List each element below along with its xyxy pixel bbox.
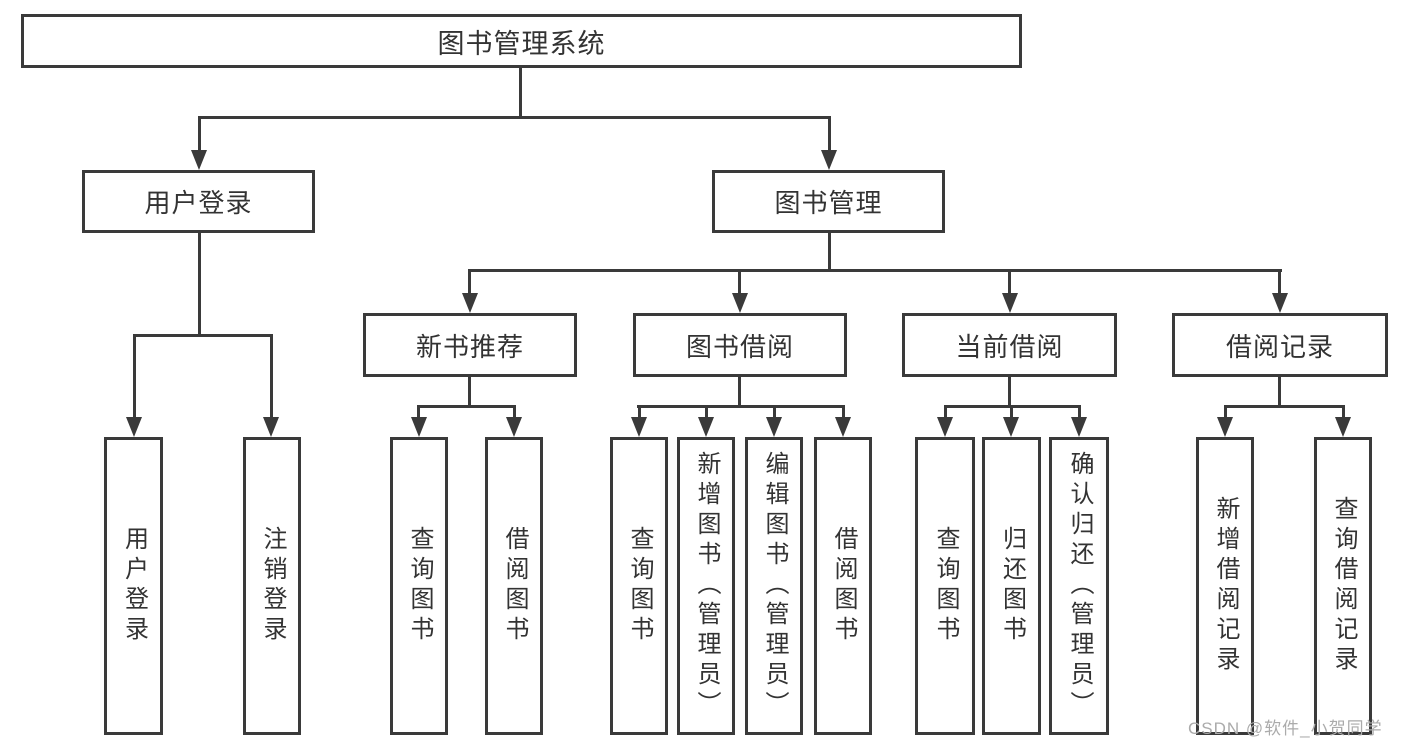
node-label: 查询借阅记录 [1330,496,1357,676]
connector-line [1008,377,1011,408]
connector-line [1008,269,1011,295]
node-label: 借阅图书 [830,526,857,646]
connector-line [417,405,516,408]
connector-line [1278,377,1281,408]
node-label: 新增借阅记录 [1212,496,1239,676]
connector-line [842,405,845,419]
connector-line [1010,405,1013,419]
node-leaf-borrow-books-borrowing: 借阅图书 [814,437,872,735]
connector-line [637,405,845,408]
connector-line [198,116,201,152]
arrowhead-icon [937,417,953,437]
node-label: 确认归还（管理员） [1066,451,1093,721]
node-book-borrowing: 图书借阅 [633,313,847,377]
connector-line [738,377,741,408]
node-leaf-return-books: 归还图书 [982,437,1041,735]
node-leaf-query-books-recommend: 查询图书 [390,437,448,735]
arrowhead-icon [191,150,207,170]
node-label: 用户登录 [144,188,253,218]
connector-line [198,116,831,119]
arrowhead-icon [506,417,522,437]
arrowhead-icon [631,417,647,437]
arrowhead-icon [1003,417,1019,437]
connector-line [519,68,522,117]
node-label: 查询图书 [406,526,433,646]
arrowhead-icon [1002,293,1018,313]
node-label: 新增图书（管理员） [693,451,720,721]
node-label: 当前借阅 [955,331,1064,362]
node-borrowing-records: 借阅记录 [1172,313,1388,377]
connector-line [638,405,641,419]
node-leaf-user-login: 用户登录 [104,437,163,735]
node-leaf-edit-books-admin: 编辑图书（管理员） [745,437,803,735]
node-user-login: 用户登录 [82,170,315,233]
node-leaf-query-borrow-record: 查询借阅记录 [1314,437,1372,735]
arrowhead-icon [126,417,142,437]
connector-line [513,405,516,419]
connector-line [944,405,947,419]
connector-line [1342,405,1345,419]
connector-line [468,269,471,295]
node-label: 借阅记录 [1225,331,1334,362]
node-leaf-query-books-borrowing: 查询图书 [610,437,668,735]
connector-line [705,405,708,419]
connector-line [1224,405,1345,408]
connector-line [133,334,273,337]
connector-line [828,233,831,272]
node-label: 注销登录 [259,526,286,646]
node-label: 查询图书 [626,526,653,646]
arrowhead-icon [263,417,279,437]
arrowhead-icon [411,417,427,437]
node-label: 用户登录 [120,526,148,646]
node-label: 归还图书 [998,526,1026,646]
node-new-book-recommend: 新书推荐 [363,313,577,377]
connector-line [1278,269,1281,295]
connector-line [468,377,471,408]
node-leaf-add-books-admin: 新增图书（管理员） [677,437,735,735]
arrowhead-icon [1335,417,1351,437]
arrowhead-icon [1272,293,1288,313]
arrowhead-icon [766,417,782,437]
node-leaf-logout: 注销登录 [243,437,301,735]
arrowhead-icon [732,293,748,313]
connector-line [1078,405,1081,419]
arrowhead-icon [462,293,478,313]
node-label: 借阅图书 [501,526,528,646]
arrowhead-icon [835,417,851,437]
node-label: 查询图书 [932,526,959,646]
connector-line [198,233,201,336]
connector-line [270,334,273,419]
connector-line [133,334,136,419]
node-book-management: 图书管理 [712,170,945,233]
node-current-borrowing: 当前借阅 [902,313,1117,377]
arrowhead-icon [821,150,837,170]
connector-line [417,405,420,419]
arrowhead-icon [1217,417,1233,437]
node-label: 新书推荐 [415,331,524,362]
connector-line [468,269,1282,272]
node-label: 图书借阅 [685,331,794,362]
node-label: 图书管理 [774,188,883,218]
connector-line [1224,405,1227,419]
node-leaf-query-books-current: 查询图书 [915,437,975,735]
node-label: 图书管理系统 [437,28,606,59]
node-leaf-confirm-return-admin: 确认归还（管理员） [1049,437,1109,735]
node-leaf-add-borrow-record: 新增借阅记录 [1196,437,1254,735]
arrowhead-icon [1071,417,1087,437]
node-library-management-system: 图书管理系统 [21,14,1022,68]
csdn-watermark: CSDN @软件_小贺同学 [1188,719,1383,738]
connector-line [773,405,776,419]
arrowhead-icon [698,417,714,437]
node-label: 编辑图书（管理员） [761,451,788,721]
node-leaf-borrow-books-recommend: 借阅图书 [485,437,543,735]
connector-line [738,269,741,295]
connector-line [828,116,831,152]
